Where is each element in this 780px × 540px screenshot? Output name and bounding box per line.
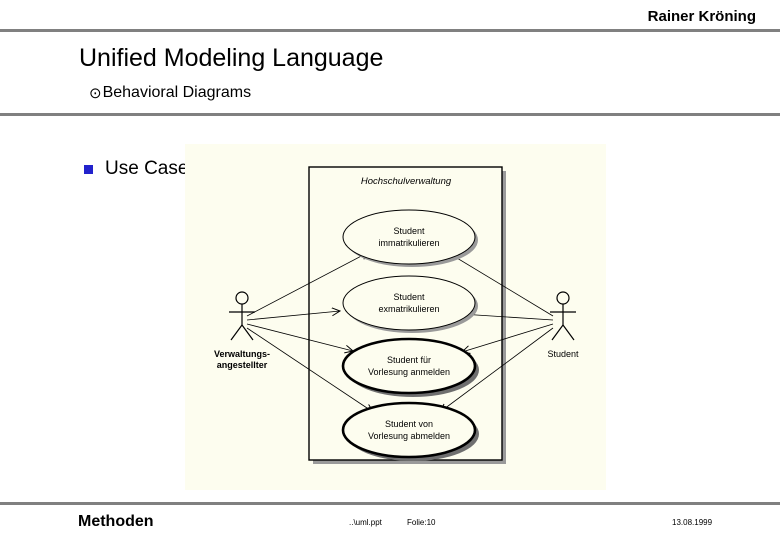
page-subtitle: ⊙ Behavioral Diagrams — [89, 84, 251, 102]
footer-slide-number: Folie:10 — [407, 518, 436, 527]
header-divider-top — [0, 29, 780, 32]
actor-student-figure — [550, 291, 576, 341]
use-case-diagram-image: Hochschulverwaltung Student imma — [185, 144, 606, 490]
assoc-right-uc1 — [447, 252, 554, 317]
association-lines — [246, 252, 554, 412]
use-case-uc1-line1: Student — [393, 226, 425, 236]
assoc-left-uc3 — [246, 323, 353, 351]
use-case-uc4-line1: Student von — [385, 419, 433, 429]
use-case-uc4-ellipse — [341, 401, 477, 459]
use-case-uc3: Student für Vorlesung anmelden — [341, 337, 479, 397]
use-case-uc2-line2: exmatrikulieren — [378, 304, 439, 314]
assoc-left-uc4 — [246, 327, 373, 412]
actor-verwaltungsangestellter-label-line2: angestellter — [217, 360, 268, 370]
slide-author: Rainer Kröning — [647, 8, 756, 25]
use-case-uc1: Student immatrikulieren — [342, 209, 478, 267]
use-case-uc3-line2: Vorlesung anmelden — [368, 367, 450, 377]
footer-date: 13.08.1999 — [672, 518, 713, 527]
header-divider-bottom — [0, 113, 780, 116]
use-case-diagram-svg: Hochschulverwaltung Student imma — [214, 166, 579, 464]
bullet-item-use-case: Use Case — [84, 158, 188, 180]
use-case-uc2-line1: Student — [393, 292, 425, 302]
system-boundary-label: Hochschulverwaltung — [361, 176, 452, 187]
assoc-left-uc1 — [246, 252, 369, 317]
square-bullet-icon — [84, 164, 93, 174]
actor-verwaltungsangestellter-label-line1: Verwaltungs- — [214, 349, 270, 359]
use-case-uc1-ellipse — [342, 209, 476, 265]
assoc-right-uc2 — [461, 314, 554, 321]
footer-divider — [0, 502, 780, 505]
use-case-uc4: Student von Vorlesung abmelden — [341, 401, 479, 461]
use-case-uc4-line2: Vorlesung abmelden — [368, 431, 450, 441]
assoc-left-uc2 — [246, 311, 340, 321]
use-case-uc1-line2: immatrikulieren — [378, 238, 439, 248]
ring-bullet-icon: ⊙ — [89, 84, 102, 102]
use-case-uc3-line1: Student für — [387, 355, 431, 365]
assoc-right-uc4 — [440, 327, 554, 412]
footer-file-path: ..\uml.ppt — [349, 518, 382, 527]
use-case-uc2-ellipse — [342, 275, 476, 331]
footer-section-title: Methoden — [78, 513, 154, 530]
actor-verwaltungsangestellter-figure — [229, 291, 255, 341]
page-title: Unified Modeling Language — [79, 44, 384, 72]
assoc-right-uc3 — [462, 323, 554, 352]
use-case-uc2: Student exmatrikulieren — [342, 275, 478, 333]
bullet-item-label: Use Case — [105, 158, 189, 179]
page-subtitle-label: Behavioral Diagrams — [102, 84, 252, 101]
use-case-uc3-ellipse — [341, 337, 477, 395]
actor-student-label: Student — [547, 349, 579, 359]
